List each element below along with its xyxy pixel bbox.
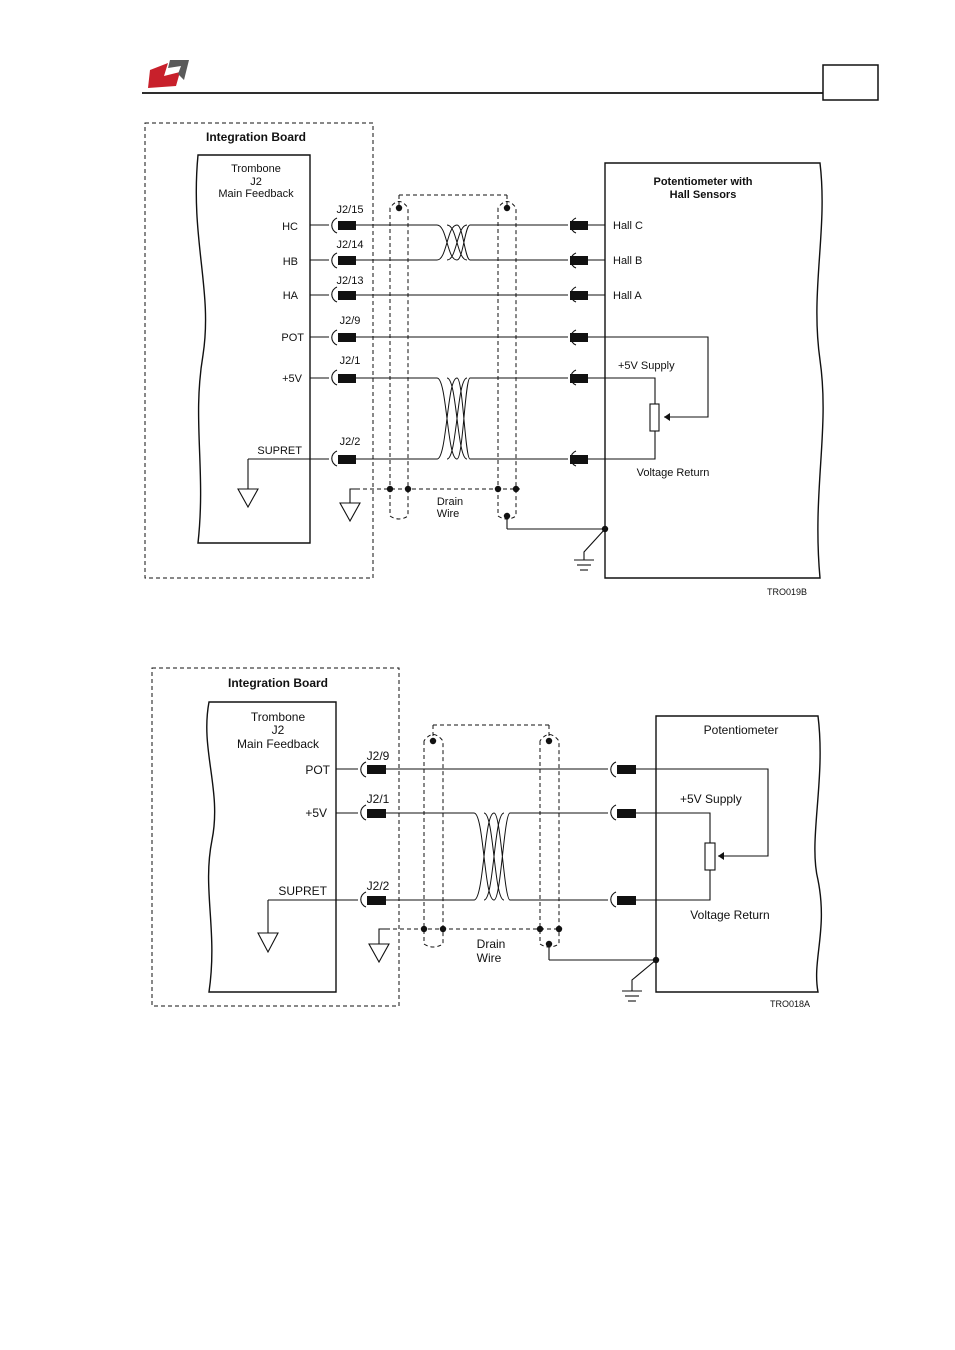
potentiometer-icon (605, 336, 709, 460)
device-label-voltage-return: Voltage Return (690, 908, 769, 922)
connector-j2-block (206, 701, 337, 993)
signal-label-pot: POT (281, 332, 304, 344)
pin-label-j2-2: J2/2 (367, 879, 390, 893)
pin-label-j2-13: J2/13 (337, 275, 364, 287)
device-title-line-1: Potentiometer with (653, 176, 752, 188)
integration-board-boundary (144, 122, 374, 579)
connector-label-line-1: Trombone (231, 163, 281, 175)
board-connector-jacks (310, 217, 356, 467)
ground-icon (257, 899, 358, 954)
chassis-ground-icon (622, 956, 660, 1002)
signal-label-pot: POT (305, 763, 330, 777)
signal-label-5v: +5V (305, 806, 327, 820)
ground-icon (368, 928, 390, 964)
pin-label-j2-1: J2/1 (367, 792, 390, 806)
pin-label-j2-9: J2/9 (367, 749, 390, 763)
device-label-hall-b: Hall B (613, 255, 642, 267)
device-title-line-2: Hall Sensors (670, 189, 737, 201)
device-box (604, 162, 824, 579)
pin-label-j2-14: J2/14 (337, 239, 364, 251)
pin-label-j2-1: J2/1 (340, 355, 361, 367)
connector-label-line-2: J2 (250, 176, 262, 188)
signal-label-ha: HA (283, 290, 299, 302)
device-label-hall-c: Hall C (613, 220, 643, 232)
figure-code: TRO018A (770, 999, 810, 1009)
pin-label-j2-15: J2/15 (337, 204, 364, 216)
wiring-diagram-hall-sensors: Integration Board Trombone J2 Main Feedb… (144, 122, 824, 597)
integration-board-boundary (151, 667, 400, 1007)
signal-label-5v: +5V (282, 373, 303, 385)
signal-label-supret: SUPRET (278, 884, 327, 898)
drain-wire-label-2: Wire (477, 951, 502, 965)
device-label-hall-a: Hall A (613, 290, 642, 302)
connector-j2-block (195, 154, 311, 544)
device-label-5v-supply: +5V Supply (680, 792, 742, 806)
device-label-voltage-return: Voltage Return (637, 467, 710, 479)
company-logo-icon (148, 60, 189, 88)
device-connector-jacks (610, 761, 656, 908)
wiring-diagram-potentiometer: Integration Board Trombone J2 Main Feedb… (151, 667, 823, 1009)
ground-icon (237, 458, 329, 509)
figure-code: TRO019B (767, 587, 807, 597)
cable-wires (356, 224, 568, 460)
cable-shield (356, 194, 605, 530)
pin-label-j2-2: J2/2 (340, 436, 361, 448)
pin-label-j2-9: J2/9 (340, 315, 361, 327)
cable-wires (386, 768, 608, 901)
potentiometer-icon (656, 768, 769, 901)
device-title-line-1: Potentiometer (704, 723, 779, 737)
connector-label-line-3: Main Feedback (237, 737, 320, 751)
device-box (655, 715, 823, 993)
signal-label-supret: SUPRET (257, 445, 302, 457)
connector-label-line-1: Trombone (251, 710, 306, 724)
cable-shield (386, 724, 656, 961)
device-label-5v-supply: +5V Supply (618, 360, 675, 372)
signal-label-hc: HC (282, 221, 298, 233)
connector-label-line-3: Main Feedback (218, 188, 294, 200)
device-connector-jacks (570, 217, 605, 467)
integration-board-title: Integration Board (206, 130, 306, 144)
connector-label-line-2: J2 (272, 723, 285, 737)
chassis-ground-icon (574, 525, 609, 571)
drain-wire-label-1: Drain (477, 937, 506, 951)
signal-label-hb: HB (283, 256, 298, 268)
page-header (142, 60, 879, 101)
drain-wire-label-1: Drain (437, 496, 463, 508)
integration-board-title: Integration Board (228, 676, 328, 690)
ground-icon (339, 488, 361, 523)
page-number-box (822, 64, 879, 101)
drain-wire-label-2: Wire (437, 508, 460, 520)
